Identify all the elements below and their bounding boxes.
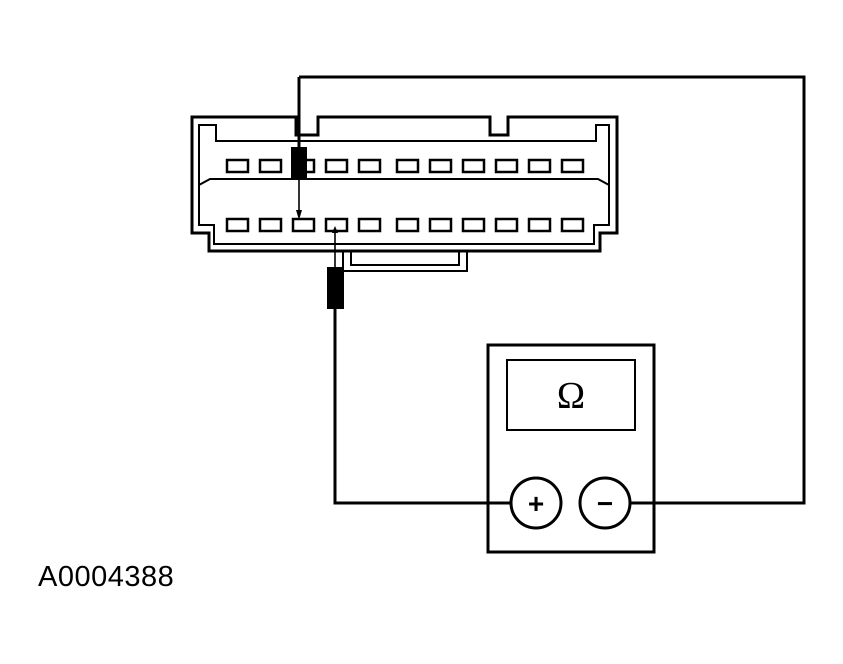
probe-upper [291, 77, 307, 220]
figure-id: A0004388 [38, 561, 175, 593]
lower-row-pin-10 [527, 217, 552, 233]
negative-symbol: − [597, 488, 613, 519]
negative-terminal: − [578, 476, 632, 530]
lower-row-pin-11 [560, 217, 585, 233]
wire-positive-lead [333, 309, 510, 505]
connector-row-divider [198, 178, 610, 186]
lower-row-pin-7 [428, 217, 453, 233]
ohm-symbol: Ω [557, 375, 585, 417]
upper-row-pin-4 [324, 158, 349, 174]
meter-display [506, 359, 636, 431]
lower-row-pin-3 [291, 217, 316, 233]
meter-housing [486, 343, 656, 554]
probe-lower [327, 226, 344, 309]
upper-row-pin-10 [527, 158, 552, 174]
probe-lower-body [327, 267, 344, 309]
upper-row-pin-6 [395, 158, 420, 174]
upper-row-pin-5 [357, 158, 382, 174]
pin-row-lower [225, 217, 585, 233]
connector-outer-shell [190, 115, 619, 253]
upper-row-pin-2 [258, 158, 283, 174]
upper-row-pin-1 [225, 158, 250, 174]
lower-row-pin-6 [395, 217, 420, 233]
ohmmeter: Ω + − [486, 343, 656, 554]
upper-row-pin-8 [461, 158, 486, 174]
lower-row-pin-5 [357, 217, 382, 233]
upper-row-pin-9 [494, 158, 519, 174]
lower-row-pin-8 [461, 217, 486, 233]
upper-row-pin-7 [428, 158, 453, 174]
pin-row-upper [225, 158, 585, 174]
connector [190, 115, 619, 272]
lower-row-pin-2 [258, 217, 283, 233]
lower-row-pin-4 [324, 217, 349, 233]
positive-symbol: + [528, 488, 544, 519]
probe-upper-body [291, 147, 307, 179]
connector-latch [342, 250, 468, 272]
lower-row-pin-1 [225, 217, 250, 233]
connector-inner-cavity [198, 124, 610, 245]
upper-row-pin-11 [560, 158, 585, 174]
positive-terminal: + [509, 476, 563, 530]
lower-row-pin-9 [494, 217, 519, 233]
wire-negative-lead [299, 75, 806, 505]
